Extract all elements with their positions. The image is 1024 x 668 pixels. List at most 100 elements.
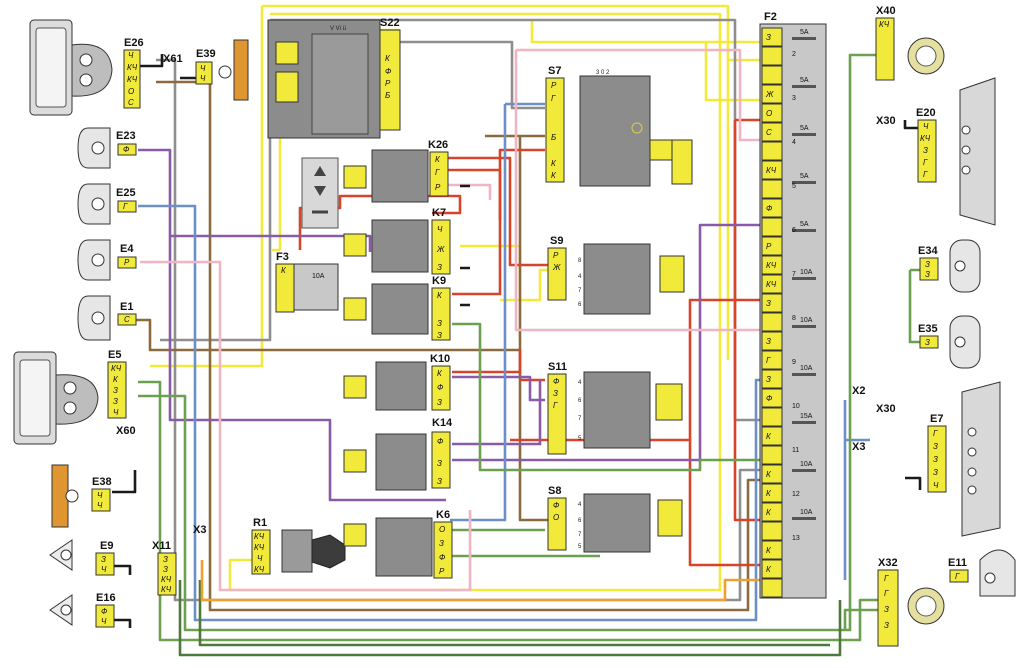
bulb-icon	[967, 467, 977, 477]
pin: Г	[551, 94, 556, 103]
pin: Ж	[552, 263, 561, 272]
s8-pin: 7	[578, 532, 582, 538]
label-s11: S11	[548, 361, 567, 373]
fuse-rating: 5A	[800, 29, 809, 36]
relay-k14	[375, 433, 427, 491]
pin: З	[553, 389, 558, 398]
lamp-e4	[77, 239, 111, 281]
pin: Г	[123, 202, 128, 211]
pin: Ф	[101, 607, 108, 616]
f2-pin-cell	[761, 464, 783, 484]
label-x40: X40	[876, 5, 896, 17]
relay-pinout-legend	[343, 233, 367, 257]
f2-pin-cell	[761, 27, 783, 47]
pin: З	[933, 455, 938, 464]
pin: Г	[923, 170, 928, 179]
connector-e11	[949, 569, 969, 583]
s9-pin: 7	[578, 288, 582, 294]
pin: З	[113, 386, 118, 395]
pin: З	[925, 260, 930, 269]
fuse-rating: 10A	[800, 317, 813, 324]
pin: Ч	[97, 501, 103, 510]
pin: З	[437, 331, 442, 340]
fuse-element	[792, 277, 816, 280]
lamp-e9	[49, 539, 73, 571]
pin: Г	[884, 589, 889, 598]
pin: З	[884, 605, 889, 614]
lamp-e38	[51, 464, 79, 528]
label-e25: E25	[116, 187, 136, 199]
s8-pin: 4	[578, 502, 582, 508]
pin: Г	[923, 158, 928, 167]
wire-layer	[112, 4, 922, 657]
fuse-rating: 10A	[800, 365, 813, 372]
f2-pin-cell	[761, 426, 783, 446]
pin: КЧ	[879, 20, 890, 29]
fuse-number: 11	[792, 447, 799, 454]
pin: К	[385, 54, 391, 63]
pin: З	[437, 459, 442, 468]
f2-pin-cell	[761, 312, 783, 332]
fuse-element	[792, 517, 816, 520]
pin: З	[113, 397, 118, 406]
label-x60: X60	[116, 425, 136, 437]
bulb-icon	[984, 572, 996, 584]
pin: Ч	[257, 554, 263, 563]
fuse-number: 7	[792, 271, 796, 278]
connector-s22: К Ф Р Б	[379, 29, 401, 131]
f2-pin: К	[766, 470, 772, 479]
pin: Ч	[101, 617, 107, 626]
f2-pin-cell	[761, 103, 783, 123]
pin: К	[437, 369, 443, 378]
pin: З	[437, 398, 442, 407]
f2-pin-cell	[761, 445, 783, 465]
fuse-element	[792, 325, 816, 328]
rear-lamp-e7	[961, 381, 1001, 537]
label-e5: E5	[108, 349, 121, 361]
f2-pin: З	[766, 33, 771, 42]
pin: О	[439, 525, 445, 534]
bulb-icon	[954, 336, 966, 348]
pin: КЧ	[254, 565, 265, 574]
pin: З	[163, 565, 168, 574]
label-e26: E26	[124, 37, 144, 49]
f2-pin-cell	[761, 160, 783, 180]
light-icon	[631, 122, 643, 134]
bulb-icon	[60, 549, 72, 561]
connector-k6: О З Ф Р	[433, 521, 453, 579]
s9-pin: 6	[578, 302, 582, 308]
connector-r1: КЧ КЧ Ч КЧ	[251, 529, 271, 575]
headlight-switch-panel	[301, 157, 339, 229]
fuse-element	[792, 229, 816, 232]
s7-positions: 3 0 2	[596, 70, 610, 76]
dimmer-arrow-icon	[314, 166, 326, 196]
label-x11: X11	[152, 540, 171, 552]
pin: Г	[435, 168, 440, 177]
bulb-icon	[218, 65, 232, 79]
connector-e26: Ч КЧ КЧ О С	[123, 49, 141, 109]
fuse-number: 10	[792, 403, 800, 410]
connector-e7: Г З З З Ч	[927, 425, 947, 493]
pin: КЧ	[127, 63, 138, 72]
pin: КЧ	[254, 532, 265, 541]
fuse-number: 12	[792, 491, 800, 498]
label-e20: E20	[916, 107, 936, 119]
connector-e5: КЧ К З З Ч	[107, 361, 127, 419]
pin: Ф	[437, 383, 444, 392]
label-x3-right: X3	[852, 441, 865, 453]
f2-pin: КЧ	[766, 280, 777, 289]
bulb-icon	[65, 489, 79, 503]
switch-s22: V Vi ü	[267, 19, 381, 139]
headlamp-e5	[13, 351, 99, 445]
bulb-icon	[91, 197, 105, 211]
label-e9: E9	[100, 540, 113, 552]
pin: Ж	[436, 245, 445, 254]
connector-k26: К Г Р	[429, 151, 449, 197]
label-k6: K6	[436, 509, 450, 521]
pin: Ф	[385, 67, 392, 76]
pin: Ф	[553, 377, 560, 386]
label-e11: E11	[948, 557, 967, 569]
pin: Б	[551, 133, 556, 142]
label-x30-mid: X30	[876, 403, 896, 415]
